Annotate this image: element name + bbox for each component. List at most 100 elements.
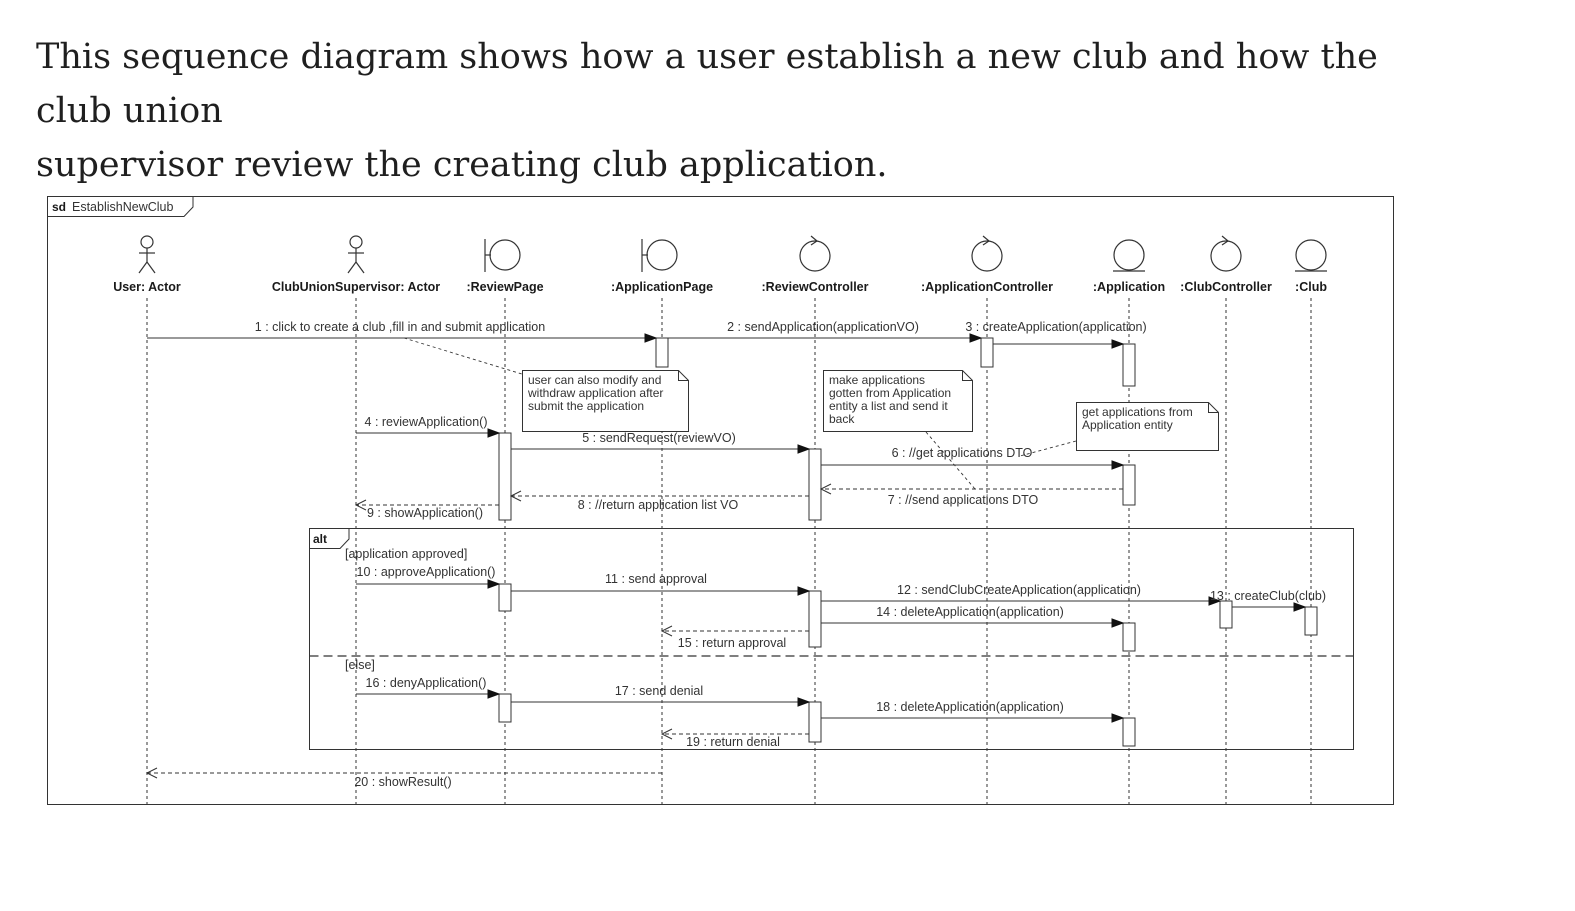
message-arrowhead xyxy=(1111,339,1125,349)
alt-operator: alt xyxy=(313,532,327,546)
note-text-line: Application entity xyxy=(1082,418,1173,432)
message-8: 8 : //return application list VO xyxy=(509,490,809,512)
activation-bar xyxy=(498,432,512,521)
activation-bar xyxy=(1122,464,1136,506)
message-arrowhead xyxy=(354,499,367,511)
message-5: 5 : sendRequest(reviewVO) xyxy=(511,431,811,454)
message-label: 3 : createApplication(application) xyxy=(965,320,1146,334)
message-2: 2 : sendApplication(applicationVO) xyxy=(668,320,983,343)
actor-leg-right xyxy=(146,261,156,274)
message-arrowhead xyxy=(509,490,522,502)
message-4: 4 : reviewApplication() xyxy=(356,415,501,438)
note-anchor-line xyxy=(1019,440,1077,457)
message-6: 6 : //get applications DTO xyxy=(821,446,1125,470)
frame-keyword: sd xyxy=(52,200,66,214)
message-label: 16 : denyApplication() xyxy=(366,676,487,690)
activation-bar xyxy=(1122,622,1136,652)
activation-bar xyxy=(808,448,822,521)
message-1: 1 : click to create a club ,fill in and … xyxy=(147,320,658,343)
message-label: 20 : showResult() xyxy=(354,775,451,789)
activation-bar xyxy=(498,583,512,612)
note-box xyxy=(823,370,973,432)
boundary-circle xyxy=(489,239,521,271)
message-label: 15 : return approval xyxy=(678,636,786,650)
alt-guard-else: [else] xyxy=(345,658,375,672)
message-arrowhead xyxy=(969,333,983,343)
message-label: 9 : showApplication() xyxy=(367,506,483,520)
message-label: 7 : //send applications DTO xyxy=(888,493,1039,507)
message-label: 4 : reviewApplication() xyxy=(365,415,488,429)
message-label: 5 : sendRequest(reviewVO) xyxy=(582,431,736,445)
lifeline-label: ClubUnionSupervisor: Actor xyxy=(272,280,440,294)
message-label: 2 : sendApplication(applicationVO) xyxy=(727,320,919,334)
activation-bar xyxy=(808,701,822,743)
lifeline-cc: :ClubController xyxy=(1180,235,1272,804)
note-box xyxy=(1076,402,1219,451)
message-arrowhead xyxy=(487,689,501,699)
message-arrowhead xyxy=(145,767,158,779)
actor-leg-left xyxy=(347,261,357,274)
note-anchor-line xyxy=(403,337,523,375)
message-label: 12 : sendClubCreateApplication(applicati… xyxy=(897,583,1141,597)
control-arrowhead xyxy=(810,235,819,246)
message-20: 20 : showResult() xyxy=(145,767,662,789)
message-arrowhead xyxy=(797,444,811,454)
note-text-line: make applications xyxy=(829,373,925,387)
message-arrowhead xyxy=(1111,713,1125,723)
message-19: 19 : return denial xyxy=(660,728,809,749)
message-label: 17 : send denial xyxy=(615,684,703,698)
activation-bar xyxy=(655,337,669,368)
note-text-line: user can also modify and xyxy=(528,373,661,387)
note-text-line: gotten from Application xyxy=(829,386,951,400)
alt-guard-approved: [application approved] xyxy=(345,547,467,561)
activation-bar xyxy=(1219,600,1233,629)
message-arrowhead xyxy=(644,333,658,343)
lifeline-label: :ReviewPage xyxy=(466,280,543,294)
lifeline-label: :Club xyxy=(1295,280,1327,294)
lifeline-label: :ApplicationPage xyxy=(611,280,713,294)
message-15: 15 : return approval xyxy=(660,625,809,650)
boundary-circle xyxy=(646,239,678,271)
control-icon xyxy=(971,235,1003,272)
message-9: 9 : showApplication() xyxy=(354,499,499,520)
note-anchor-line xyxy=(925,431,976,490)
entity-circle xyxy=(1295,239,1327,271)
message-11: 11 : send approval xyxy=(511,572,811,596)
note-text-line: get applications from xyxy=(1082,405,1193,419)
actor-leg-left xyxy=(138,261,148,274)
message-arrowhead xyxy=(487,428,501,438)
entity-icon xyxy=(1295,239,1327,272)
message-16: 16 : denyApplication() xyxy=(356,676,501,699)
message-arrowhead xyxy=(660,728,673,740)
message-label: 14 : deleteApplication(application) xyxy=(876,605,1064,619)
activation-bar xyxy=(1304,606,1318,636)
note-text-line: entity a list and send it xyxy=(829,399,948,413)
actor-icon xyxy=(347,235,365,274)
lifeline-label: :ApplicationController xyxy=(921,280,1053,294)
note-text-line: back xyxy=(829,412,855,426)
actor-leg-right xyxy=(355,261,365,274)
alt-fragment-box xyxy=(309,528,1354,750)
message-18: 18 : deleteApplication(application) xyxy=(821,700,1125,723)
message-arrowhead xyxy=(487,579,501,589)
note-box xyxy=(522,370,689,432)
lifeline-sup: ClubUnionSupervisor: Actor xyxy=(272,235,440,804)
lifeline-label: User: Actor xyxy=(113,280,181,294)
message-arrowhead xyxy=(1293,602,1307,612)
message-7: 7 : //send applications DTO xyxy=(819,483,1123,507)
intro-line-1: This sequence diagram shows how a user e… xyxy=(36,37,1378,131)
message-10: 10 : approveApplication() xyxy=(356,565,501,589)
lifeline-label: :Application xyxy=(1093,280,1165,294)
actor-icon xyxy=(138,235,156,274)
entity-circle xyxy=(1113,239,1145,271)
control-circle xyxy=(971,240,1003,272)
activation-bar xyxy=(498,693,512,723)
activation-bar xyxy=(1122,717,1136,747)
frame-label-box xyxy=(47,196,194,217)
intro-text: This sequence diagram shows how a user e… xyxy=(36,30,1456,192)
message-arrowhead xyxy=(1208,596,1222,606)
